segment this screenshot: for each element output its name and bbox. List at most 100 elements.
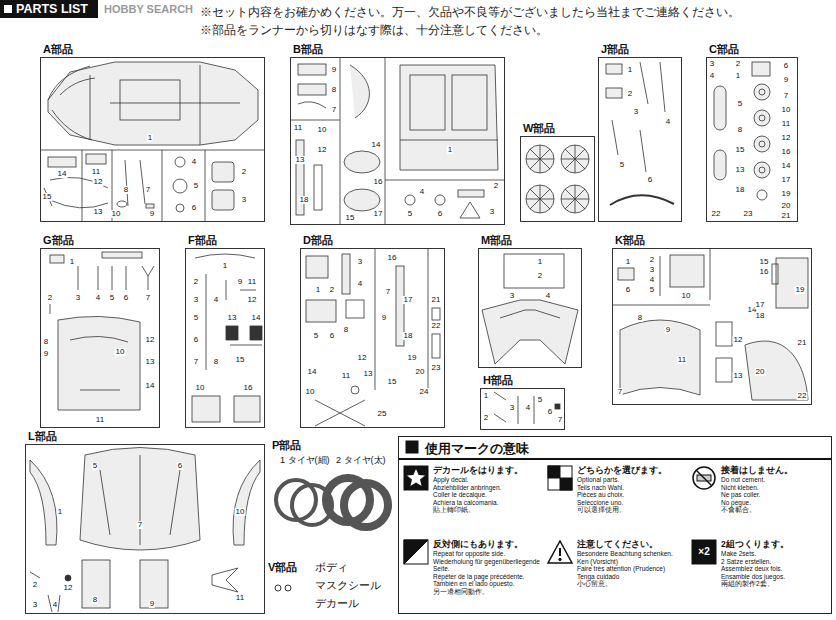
callout-number: 9 [783,76,789,84]
callout-number: 4 [665,118,671,126]
runner-a-parts [48,62,258,145]
runner-label: V部品 [268,562,297,573]
legend-text: 2 Satze erstellen. [721,558,831,565]
runner-label: L部品 [28,430,57,442]
callout-number: 15 [759,258,770,266]
runner-a-parts [175,157,185,167]
runner-c-parts [759,89,765,95]
runner-label: A部品 [43,43,73,55]
callout-number: 20 [415,368,426,376]
legend-text: Coller le decalque. [433,491,543,498]
runner-m-parts [482,300,578,364]
legend-icons [696,470,712,486]
callout-number: 12 [145,336,156,344]
callout-number: 19 [781,190,792,198]
callout-number: 9 [331,66,337,74]
runner-b-parts [344,151,380,173]
runner-a-parts [173,179,187,193]
runner-j-parts [612,62,665,172]
legend-text: Seleccione uno. [577,499,687,506]
runner-a-parts [212,162,234,182]
callout-number: 3 [32,601,38,609]
legend-text: Achiera la calcomania. [433,499,543,506]
callout-number: 1 [537,258,543,266]
callout-number: 1 [57,508,63,516]
runner-w-wheels [561,145,589,173]
callout-number: 2 [241,168,247,176]
callout-number: 4 [52,601,58,609]
callout-number: 2 [32,581,38,589]
callout-number: 10 [115,348,126,356]
runner-v-parts [285,585,291,591]
callout-number: 3 [649,266,655,274]
runner-b-parts [400,65,498,170]
tire-rings [344,483,388,527]
callout-number: 10 [235,508,246,516]
runner-k-parts [772,264,778,284]
callout-number: 5 [649,286,655,294]
callout-number: 2 [649,256,655,264]
runner-f-parts [192,254,262,422]
runner-g-parts [50,255,64,263]
parts-runner: B部品987111012131416181715142356 [290,57,505,225]
runner-a-parts [117,201,127,207]
runner-c-parts [759,141,765,147]
callout-number: 3 [193,296,199,304]
callout-number: 1 [735,72,741,80]
runner-j-parts [610,195,674,205]
runner-g-parts [102,252,142,258]
runner-l-parts [82,560,110,608]
legend-item: 反対側にもあります。Repeat for opposite side.Wiede… [403,537,543,609]
callout-number: 14 [781,162,792,170]
callout-number: 7 [617,388,623,396]
legend-icons [559,548,561,556]
legend-icons [548,541,572,563]
runner-label: W部品 [523,122,555,134]
callout-number: 5 [109,294,115,302]
callout-number: 11 [91,168,101,176]
callout-number: 25 [377,410,388,418]
callout-number: 19 [795,286,806,294]
runner-b-parts [458,190,484,197]
runner-label: K部品 [615,234,645,246]
callout-number: 18 [755,312,766,320]
runner-h-parts [555,404,560,409]
parts-runner: C部品3421695710118121516131417191820212223 [706,57,798,222]
callout-number: 16 [243,384,254,392]
legend-text: Répéter de la page précédente. [433,573,543,580]
runner-f-parts [195,254,255,258]
callout-number: 13 [733,372,744,380]
callout-number: 10 [681,292,692,300]
runner-g-parts [58,316,140,410]
runner-b-parts [452,75,487,130]
callout-number: 2 [735,60,741,68]
callout-number: 1 [315,286,321,294]
legend-icons [548,466,560,478]
runner-f-parts [192,396,220,422]
callout-number: 15 [42,193,53,201]
legend-text: 2組つくります。 [721,539,831,549]
legend-icons [404,466,428,490]
runner-a-parts [82,150,205,222]
callout-number: 17 [781,176,792,184]
part-name: デカール [315,598,359,609]
runner-label: B部品 [293,43,323,55]
callout-number: 5 [619,161,625,169]
callout-number: 2 [193,278,199,286]
runner-b-parts [405,195,415,205]
runner-l-parts [233,460,260,545]
runner-label: D部品 [303,234,333,246]
callout-number: 16 [373,178,384,186]
legend-icons [560,478,572,490]
callout-number: 16 [781,148,792,156]
parts-runner: A部品114111213159871045623 [40,57,265,222]
legend-text: Besondere Beachtung schenken. [577,550,687,557]
runner-b-parts [290,57,505,225]
legend-text: 注意してください。 [577,539,687,549]
callout-number: 1 [447,146,453,154]
legend-icons [693,467,715,489]
legend-icons [559,558,561,560]
legend-item: 注意してください。Besondere Beachtung schenken.Ke… [547,537,687,609]
runner-d-parts [432,308,440,320]
runner-c-parts [714,62,770,200]
